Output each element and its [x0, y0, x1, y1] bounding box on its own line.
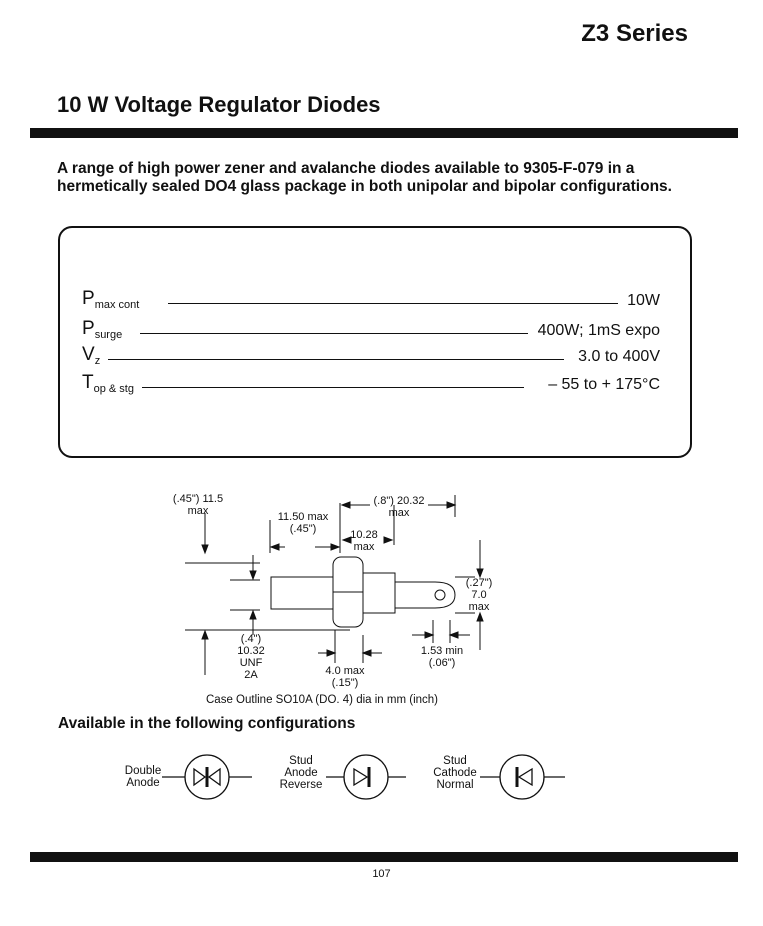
- intro-paragraph: A range of high power zener and avalanch…: [57, 160, 672, 195]
- spec-symbol: Psurge: [82, 318, 123, 341]
- spec-value: 400W; 1mS expo: [537, 322, 660, 339]
- stud-cathode-diode-icon: [480, 754, 565, 800]
- leader-line: [108, 359, 564, 360]
- dim-nut-thickness: 4.0 max(.15"): [325, 665, 365, 689]
- top-divider: [30, 128, 738, 138]
- dim-terminal: 1.53 min(.06"): [420, 645, 464, 669]
- double-anode-diode-icon: [162, 754, 252, 800]
- page-title: 10 W Voltage Regulator Diodes: [57, 92, 381, 117]
- bottom-divider: [30, 852, 738, 862]
- dim-stud-length: 11.50 max(.45"): [277, 511, 329, 535]
- outline-svg: [185, 495, 484, 675]
- spec-value: 10W: [627, 292, 660, 309]
- spec-subscript: max cont: [94, 299, 140, 311]
- stud-anode-diode-icon: [326, 754, 406, 800]
- leader-line: [142, 387, 524, 388]
- spec-row-psurge: Psurge 400W; 1mS expo: [82, 314, 660, 341]
- spec-subscript: z: [94, 355, 101, 367]
- spec-subscript: op & stg: [93, 383, 134, 395]
- spec-row-pmax: Pmax cont 10W: [82, 284, 660, 311]
- spec-subscript: surge: [94, 329, 123, 341]
- spec-symbol: Vz: [82, 344, 101, 367]
- leader-line: [140, 333, 528, 334]
- spec-box: Pmax cont 10W Psurge 400W; 1mS expo Vz 3…: [58, 226, 692, 458]
- spec-symbol: Pmax cont: [82, 288, 140, 311]
- configurations-title: Available in the following configuration…: [58, 715, 356, 732]
- series-title: Z3 Series: [581, 20, 688, 47]
- spec-value: 3.0 to 400V: [578, 348, 660, 365]
- outline-caption: Case Outline SO10A (DO. 4) dia in mm (in…: [206, 694, 438, 706]
- leader-line: [168, 303, 618, 304]
- spec-row-top: Top & stg – 55 to + 175°C: [82, 368, 660, 395]
- page-number: 107: [372, 868, 391, 880]
- spec-value: – 55 to + 175°C: [548, 376, 660, 393]
- spec-symbol: Top & stg: [82, 372, 134, 395]
- spec-row-vz: Vz 3.0 to 400V: [82, 340, 660, 367]
